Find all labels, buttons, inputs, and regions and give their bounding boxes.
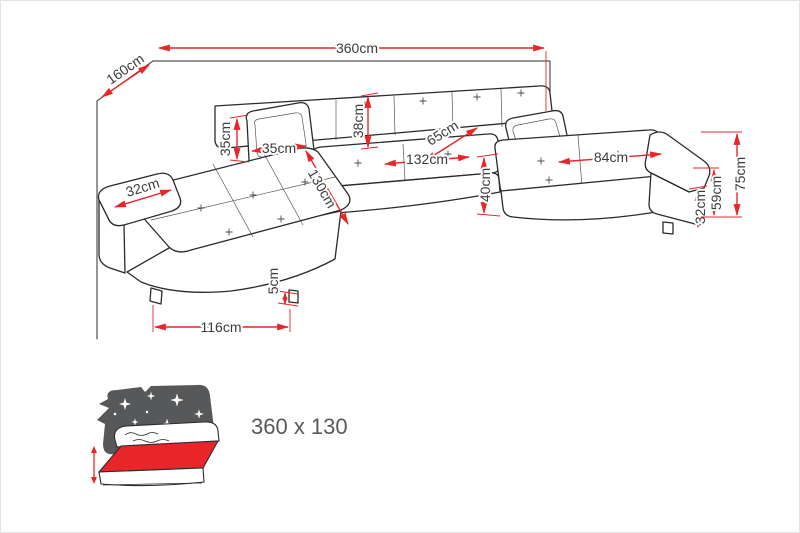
backrest-seams <box>335 88 503 140</box>
left-seat-tufting <box>197 178 309 236</box>
sofa-outline <box>97 85 711 305</box>
dim-pillow-width-label: 35cm <box>262 140 296 156</box>
left-leg-2 <box>288 289 299 304</box>
dim-leg-height: 5cm <box>263 266 299 307</box>
dim-chaise-front-width-label: 116cm <box>201 319 242 335</box>
left-leg-1 <box>149 287 163 305</box>
unfold-arrow-icon <box>91 446 97 484</box>
star-icon <box>119 398 131 410</box>
dim-seat-height: 40cm <box>475 153 501 217</box>
dim-right-armrest-width: 32cm <box>688 185 710 229</box>
dim-center-seat-width: 132cm <box>383 149 471 169</box>
left-seat-seams <box>150 151 336 238</box>
center-seat-tufting <box>354 150 452 167</box>
star-dot <box>145 410 149 414</box>
dim-right-armrest-width-label: 32cm <box>692 190 708 224</box>
dim-armrest-height-label: 59cm <box>708 176 724 210</box>
duvet-stitching <box>124 432 170 443</box>
left-armrest-front <box>98 199 126 274</box>
star-icon <box>170 393 184 407</box>
dim-pillow-height-label: 35cm <box>217 122 233 156</box>
dim-right-seat-width-label: 84cm <box>594 149 628 165</box>
dim-side-depth: 160cm <box>101 48 150 98</box>
dim-total-width: 360cm <box>157 38 547 111</box>
duvet <box>113 421 220 448</box>
dim-backrest-height-label: 38cm <box>350 104 366 138</box>
bed-base-line <box>102 482 203 486</box>
star-dot <box>113 412 117 416</box>
sleeping-function-icon <box>91 384 220 487</box>
dim-total-width-label: 360cm <box>336 40 378 56</box>
dim-center-seat-width-label: 132cm <box>406 151 448 167</box>
dim-pillow-height: 35cm <box>215 114 250 163</box>
bed-icon <box>91 421 220 487</box>
left-front-panel <box>126 210 342 293</box>
dim-total-height-label: 75cm <box>732 157 748 191</box>
bed-front-panel <box>98 467 205 487</box>
star-icon <box>146 391 156 401</box>
star-icon <box>194 409 204 419</box>
dim-leg-height-label: 5cm <box>265 268 281 294</box>
sleeping-area-size-label: 360 x 130 <box>251 414 348 439</box>
dim-armrest-height: 59cm <box>693 167 726 217</box>
right-chaise <box>494 129 711 235</box>
dim-backrest-height: 38cm <box>348 92 379 150</box>
right-leg <box>662 221 674 235</box>
dim-total-height: 75cm <box>701 131 750 218</box>
star-icon <box>131 418 139 426</box>
dim-seat-height-label: 40cm <box>477 168 493 202</box>
dim-pillow-width: 35cm <box>250 138 308 158</box>
dim-chaise-front-width: 116cm <box>152 305 291 337</box>
dim-right-seat-width: 84cm <box>557 147 663 167</box>
